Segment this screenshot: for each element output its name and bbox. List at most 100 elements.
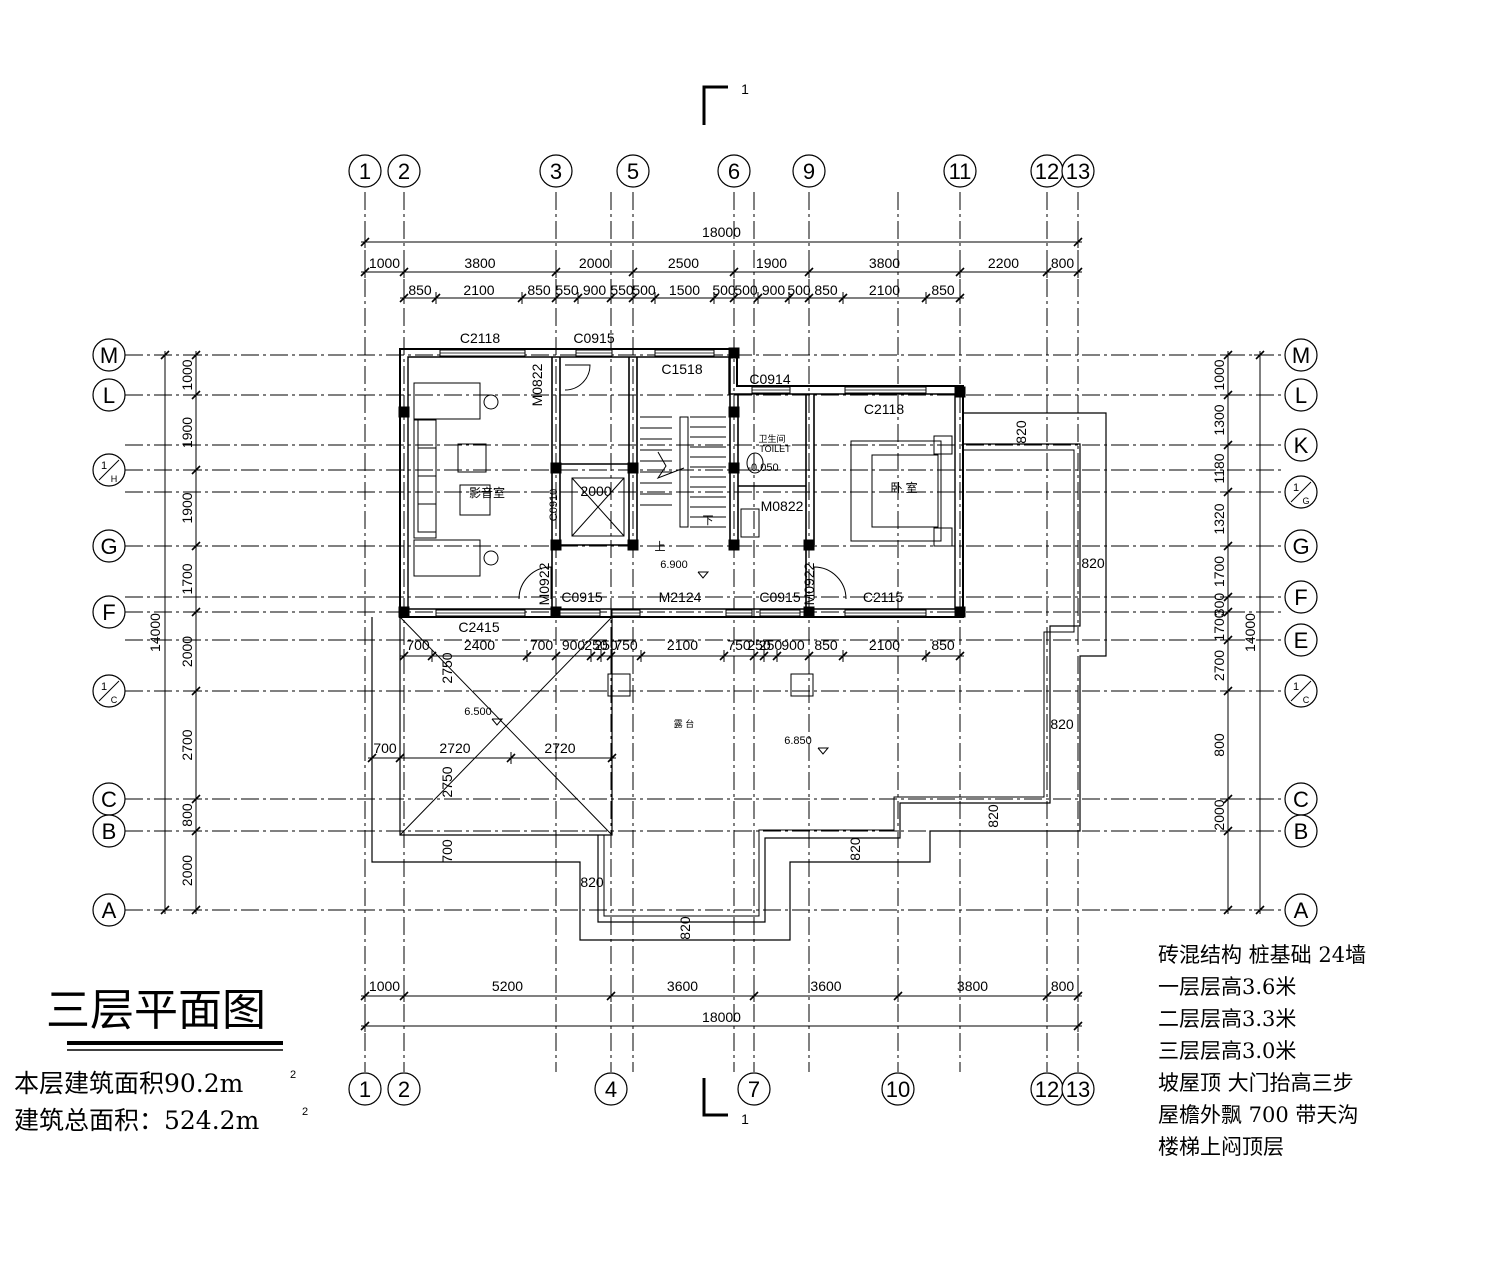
- line: [551, 651, 561, 661]
- axis-circle: [1061, 154, 1095, 188]
- dim-left-row: 2000: [179, 855, 195, 886]
- axis-slash: [1290, 481, 1312, 503]
- line: [551, 293, 561, 303]
- axis-circle: [1284, 338, 1318, 372]
- line: [1042, 267, 1052, 277]
- axis-sub: G: [1302, 496, 1309, 506]
- drawing-title: 三层平面图: [46, 985, 266, 1036]
- axis-circle: [616, 154, 650, 188]
- axis-bubble-left: 1H: [92, 453, 126, 487]
- axis-bubble-right: C: [1284, 782, 1318, 816]
- axis-num: 1: [101, 681, 107, 693]
- line: [399, 293, 409, 303]
- line: [1223, 487, 1233, 497]
- axis-bubble-top: 5: [616, 154, 650, 188]
- line: [1223, 686, 1233, 696]
- axis-text: A: [102, 898, 117, 923]
- line: [1073, 1021, 1083, 1031]
- line: [709, 293, 719, 303]
- dim-top-row2: 2100: [869, 282, 900, 298]
- level-mark: 6.900: [660, 559, 688, 571]
- sofa: [413, 419, 437, 539]
- door-label: M0822: [761, 498, 804, 514]
- dim-mid-row: 750: [727, 637, 751, 653]
- axis-circle: [737, 1072, 771, 1106]
- dim-top-row2: 550: [610, 282, 634, 298]
- axis-grid-lines: [125, 192, 1284, 1072]
- room-label-toilet-en: TOILET: [759, 444, 791, 454]
- line: [431, 293, 441, 303]
- door-label: M0822: [529, 363, 545, 406]
- roof-outline: [399, 617, 613, 836]
- line: [893, 991, 903, 1001]
- axis-bubble-left: F: [92, 595, 126, 629]
- design-note: 三层层高3.0米: [1158, 1039, 1296, 1063]
- gutter-line-inner: [603, 449, 1075, 917]
- axis-text: 2: [398, 1077, 410, 1102]
- line: [191, 686, 201, 696]
- dim-top-row2: 500: [787, 282, 811, 298]
- axis-bubble-top: 6: [717, 154, 751, 188]
- eave-dim: 820: [1013, 420, 1029, 444]
- dim-top-row1: 800: [1051, 255, 1075, 271]
- axis-circle: [943, 154, 977, 188]
- axis-circle: [348, 1072, 382, 1106]
- line: [804, 651, 814, 661]
- axis-num: 1: [1293, 681, 1299, 693]
- dim-mid-row: 850: [814, 637, 838, 653]
- door-swing: [518, 566, 552, 600]
- dim-left-total: 14000: [147, 613, 163, 652]
- axis-text: 13: [1066, 159, 1090, 184]
- dim-top-row1: 3800: [464, 255, 495, 271]
- axis-bubble-right: L: [1284, 378, 1318, 412]
- line: [160, 350, 170, 360]
- window-label: C1518: [661, 361, 702, 377]
- axis-circle: [92, 893, 126, 927]
- dim-right-row: 1180: [1211, 453, 1227, 483]
- nightstand: [933, 435, 953, 455]
- dim-right-row: 1700: [1211, 556, 1227, 587]
- dim-mid-row: 700: [530, 637, 554, 653]
- terrace-dim: 2750: [439, 652, 455, 683]
- design-note: 砖混结构 桩基础 24墙: [1158, 943, 1366, 967]
- axis-text: G: [1292, 534, 1309, 559]
- line: [784, 293, 794, 303]
- axis-bubble-bottom: 4: [594, 1072, 628, 1106]
- dim-mid-row: 2100: [869, 637, 900, 653]
- line: [360, 267, 370, 277]
- axis-text: 3: [550, 159, 562, 184]
- terrace-dim: 700: [373, 740, 397, 756]
- section-mark-top: [702, 85, 728, 125]
- dim-left-row: 1000: [179, 359, 195, 390]
- dim-top-row1: 1000: [369, 255, 400, 271]
- axis-text: C: [101, 787, 117, 812]
- axis-sub: C: [1303, 695, 1310, 705]
- axis-text: 10: [886, 1077, 910, 1102]
- line: [517, 293, 527, 303]
- design-note: 二层层高3.3米: [1158, 1007, 1296, 1031]
- line: [955, 651, 965, 661]
- post: [790, 673, 814, 697]
- terrace-dim: 700: [439, 839, 455, 863]
- dim-mid-row: 700: [406, 637, 430, 653]
- line: [606, 651, 616, 661]
- dim-right-row: 300: [1211, 593, 1227, 617]
- gutter-line: [597, 443, 1081, 923]
- dim-right-row: 1000: [1211, 359, 1227, 390]
- line: [1223, 390, 1233, 400]
- total-area: 建筑总面积：524.2m: [14, 1106, 260, 1135]
- design-note: 楼梯上闷顶层: [1158, 1135, 1284, 1159]
- axis-bubble-left: L: [92, 378, 126, 412]
- dim-right-row: 2700: [1211, 650, 1227, 681]
- axis-bubble-right: F: [1284, 580, 1318, 614]
- axis-bubble-top: 11: [943, 154, 977, 188]
- dim-right-row: 1700: [1211, 610, 1227, 641]
- column: [398, 606, 410, 618]
- line: [1223, 350, 1233, 360]
- window-label: M2124: [659, 589, 702, 605]
- line: [160, 905, 170, 915]
- axis-bubble-left: B: [92, 814, 126, 848]
- line: [1255, 905, 1265, 915]
- axis-bubble-bottom: 13: [1061, 1072, 1095, 1106]
